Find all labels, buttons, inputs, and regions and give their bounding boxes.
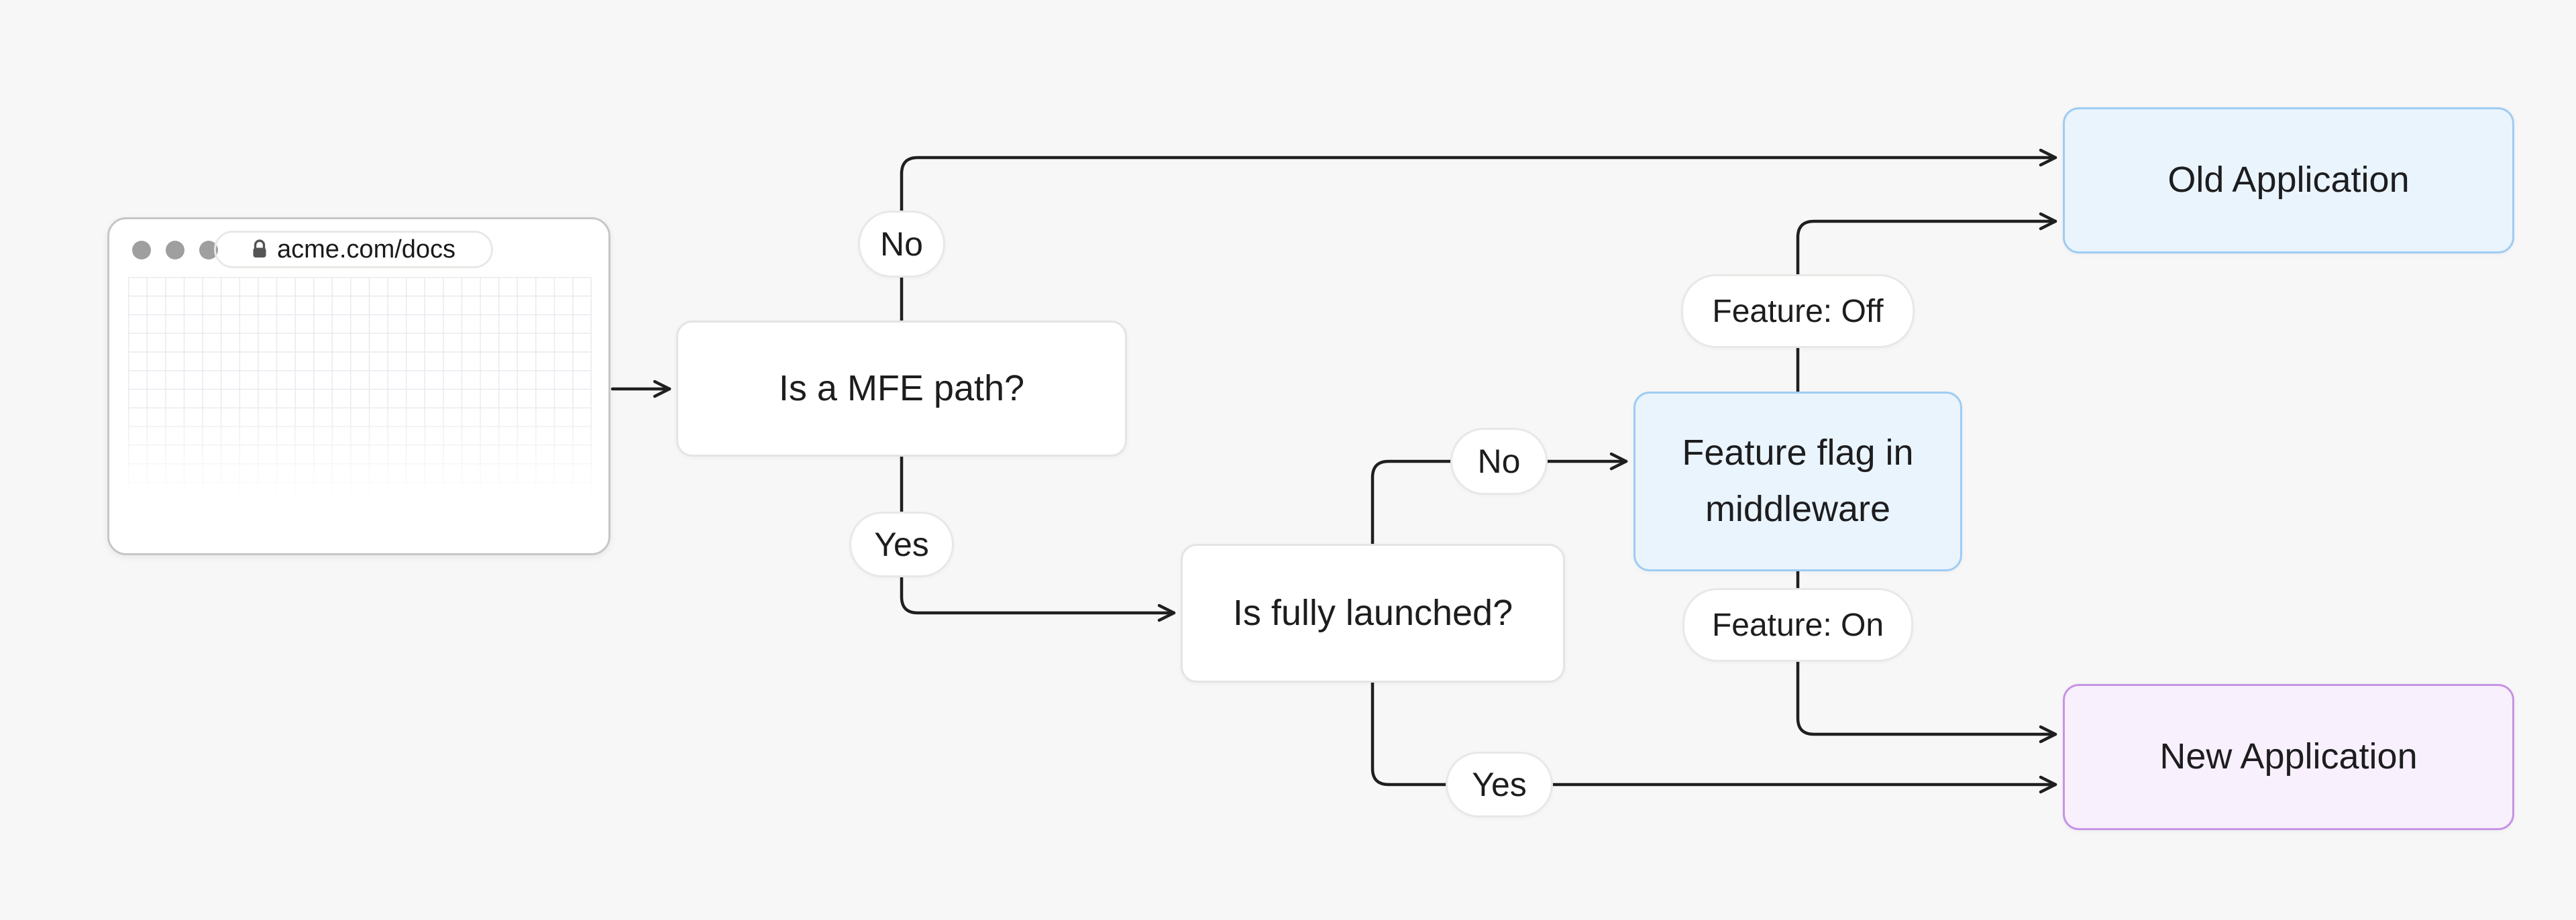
edge-label-yes: Yes	[849, 512, 954, 577]
edge-feature-on-to-new-app	[1796, 569, 2057, 744]
node-feature-flag-middleware: Feature flag in middleware	[1633, 392, 1962, 571]
edge-mfe-no-to-old-app	[900, 148, 2057, 323]
edge-label-feature-off: Feature: Off	[1681, 274, 1915, 348]
edge-launched-yes-to-new-app	[1371, 681, 2057, 794]
edge-label-yes: Yes	[1446, 752, 1553, 817]
edge-launched-no-to-feature	[1371, 452, 1628, 546]
node-new-application: New Application	[2063, 684, 2514, 830]
url-bar: acme.com/docs	[214, 231, 493, 268]
edge-mfe-yes-to-launched	[900, 455, 1176, 622]
edge-feature-off-to-old-app	[1796, 212, 2057, 394]
node-is-mfe-path: Is a MFE path?	[676, 321, 1127, 457]
url-text: acme.com/docs	[276, 235, 456, 264]
page-grid-placeholder	[128, 277, 592, 501]
window-controls	[132, 241, 218, 260]
edge-label-no: No	[858, 211, 945, 278]
edge-label-feature-on: Feature: On	[1682, 588, 1913, 662]
node-is-fully-launched: Is fully launched?	[1181, 544, 1565, 683]
node-old-application: Old Application	[2063, 107, 2514, 253]
edge-label-no: No	[1450, 428, 1548, 495]
browser-window-node: acme.com/docs	[107, 217, 610, 555]
lock-icon	[253, 239, 266, 257]
window-control-dot	[132, 241, 151, 260]
window-control-dot	[166, 241, 184, 260]
